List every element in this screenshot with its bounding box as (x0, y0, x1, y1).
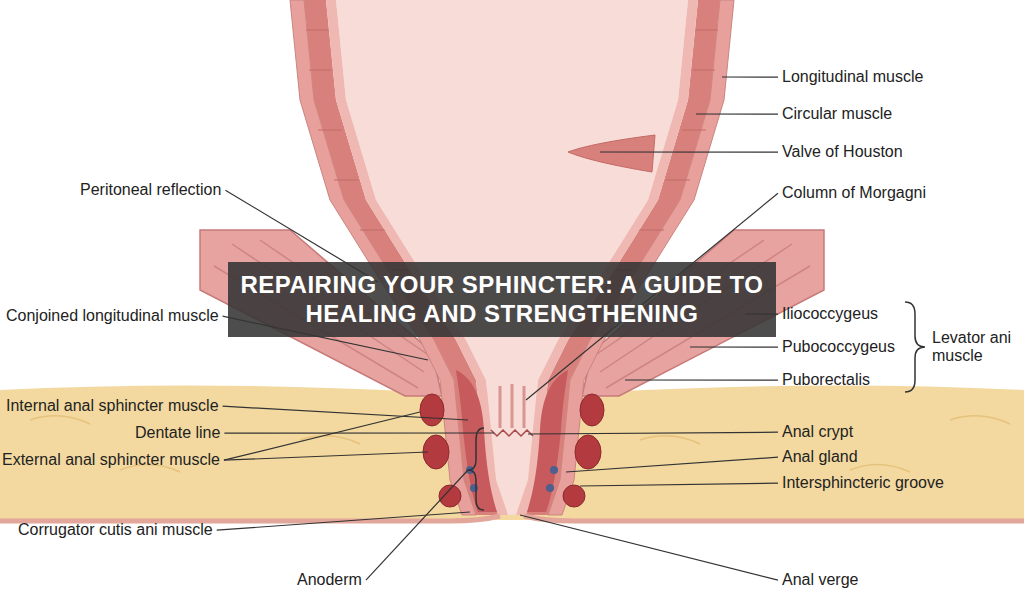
leader-line (528, 432, 778, 434)
part-label: Puborectalis (782, 371, 870, 389)
leader-line (366, 470, 468, 580)
part-label: Longitudinal muscle (782, 68, 923, 86)
part-label: Intersphincteric groove (782, 474, 944, 492)
leader-line (223, 406, 468, 420)
leader-line (566, 457, 778, 472)
leader-line (520, 515, 778, 580)
leader-line (690, 346, 778, 347)
part-label: Iliococcygeus (782, 305, 878, 323)
leader-line (224, 432, 494, 433)
title-text: REPAIRING YOUR SPHINCTER: A GUIDE TO HEA… (240, 270, 764, 329)
part-label: Pubococcygeus (782, 338, 895, 356)
leader-line (625, 379, 778, 380)
leader-line (580, 483, 778, 486)
part-label: Conjoined longitudinal muscle (6, 307, 219, 325)
part-label: Peritoneal reflection (80, 181, 221, 199)
part-label: Anoderm (297, 571, 362, 589)
part-label: Anal verge (782, 571, 859, 589)
leader-line (224, 452, 428, 460)
part-label: Valve of Houston (782, 143, 903, 161)
leader-line (722, 76, 778, 77)
leader-line (696, 113, 778, 114)
part-label: Dentate line (135, 424, 220, 442)
part-label: Corrugator cutis ani muscle (18, 521, 213, 539)
part-label: Anal crypt (782, 423, 853, 441)
part-label: Circular muscle (782, 105, 892, 123)
part-label: External anal sphincter muscle (2, 451, 220, 469)
part-label: Anal gland (782, 448, 858, 466)
leader-line (217, 512, 470, 530)
title-banner: REPAIRING YOUR SPHINCTER: A GUIDE TO HEA… (228, 262, 776, 337)
part-label: Internal anal sphincter muscle (6, 397, 219, 415)
leader-line (600, 151, 778, 152)
part-label: Column of Morgagni (782, 184, 926, 202)
group-label: Levator ani muscle (932, 329, 1020, 366)
